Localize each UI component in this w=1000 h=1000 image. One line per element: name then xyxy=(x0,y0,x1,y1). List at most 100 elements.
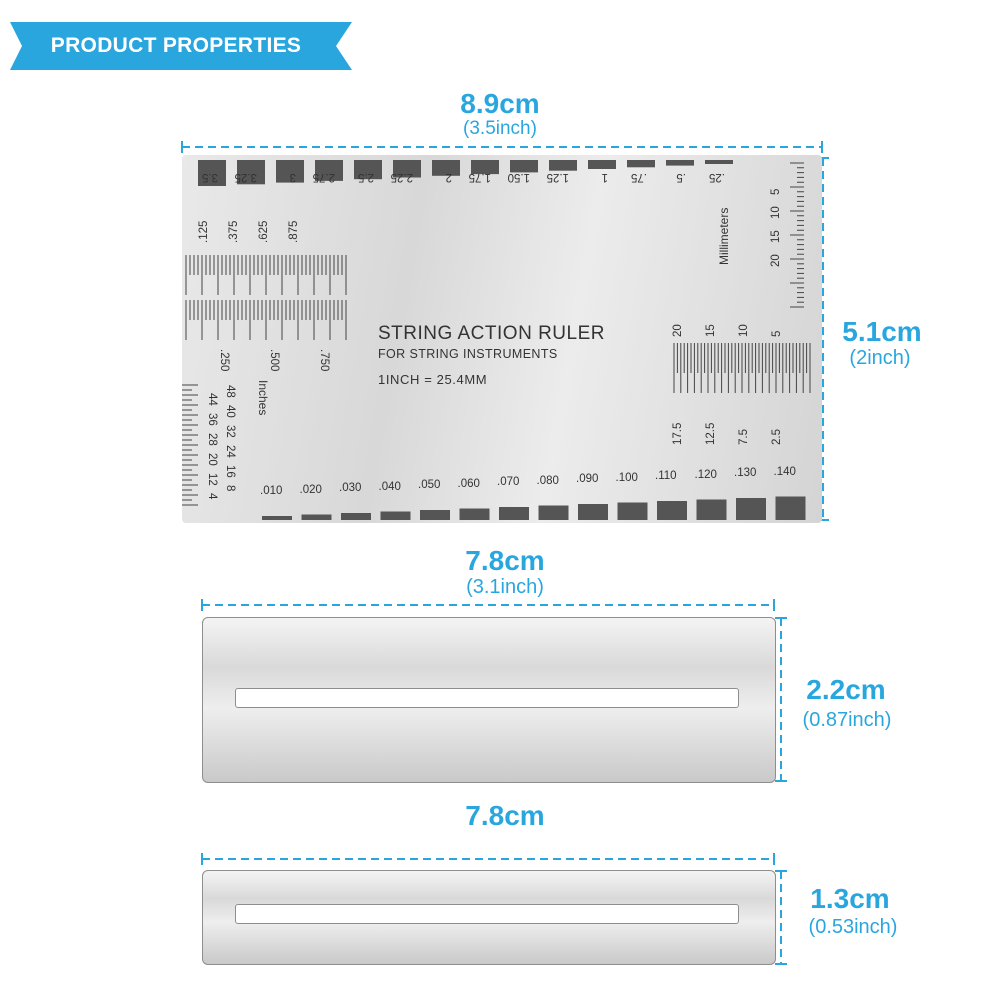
bottom-gauge-label: .070 xyxy=(497,476,520,488)
top-gauge-label: 2.75 xyxy=(312,171,335,183)
bottom-gauge-label: .140 xyxy=(773,465,796,478)
bottom-gauge-label: .080 xyxy=(536,474,559,487)
banner-shape xyxy=(10,22,352,70)
top-gauge-block xyxy=(315,160,343,181)
top-gauge-label: 1.75 xyxy=(468,171,491,183)
ruler-width-cm: 8.9cm xyxy=(460,88,540,119)
inch-fraction-top-label: .875 xyxy=(288,220,300,243)
file-large-width-inch: (3.1inch) xyxy=(466,576,544,598)
mm-scale-label: 10 xyxy=(770,206,782,219)
mm-scale-label: 5 xyxy=(770,188,782,195)
radius-label: 44 xyxy=(206,393,218,406)
file-large-width-cm: 7.8cm xyxy=(465,545,545,576)
product-properties-banner: PRODUCT PROPERTIES xyxy=(0,22,352,70)
bottom-gauge-label: .100 xyxy=(615,471,638,484)
top-gauge-label: 1.25 xyxy=(546,171,569,183)
bottom-gauge-label: .060 xyxy=(457,477,480,490)
mm-scale-label: 20 xyxy=(770,254,782,267)
inch-fraction-bottom-label: .750 xyxy=(318,349,330,372)
mm-gauge-bottom-label: 7.5 xyxy=(738,429,750,445)
top-gauge-block xyxy=(666,160,694,166)
top-gauge-block xyxy=(510,160,538,173)
ruler-width-dimension-line xyxy=(181,141,823,153)
top-gauge-block xyxy=(354,160,382,180)
file-large-height-cm: 2.2cm xyxy=(806,674,886,705)
bottom-gauge-block xyxy=(617,502,648,520)
bottom-gauge-block xyxy=(301,514,332,520)
file-large-height-inch: (0.87inch) xyxy=(802,709,892,731)
ruler-markings xyxy=(182,160,811,520)
inch-fraction-bottom-label: .500 xyxy=(268,349,280,372)
radius-label: 48 xyxy=(224,385,236,398)
top-gauge-label: 3 xyxy=(289,171,296,183)
bottom-gauge-label: .030 xyxy=(339,482,362,494)
top-gauge-block xyxy=(588,160,616,169)
file-large-width-dimension-line xyxy=(201,599,775,611)
radius-label: 24 xyxy=(224,445,236,458)
top-gauge-block xyxy=(198,160,226,186)
file-small-height-cm: 1.3cm xyxy=(810,883,890,914)
inch-fraction-top-label: .375 xyxy=(228,220,240,243)
mm-scale-label: 15 xyxy=(770,230,782,243)
radius-label: 32 xyxy=(224,425,236,438)
string-action-ruler: STRING ACTION RULER FOR STRING INSTRUMEN… xyxy=(182,155,822,523)
bottom-gauge-block xyxy=(578,504,608,520)
bottom-gauge-block xyxy=(775,496,806,520)
mm-gauge-bottom-label: 2.5 xyxy=(771,429,783,445)
bottom-gauge-block xyxy=(459,508,490,520)
bottom-gauge-label: .130 xyxy=(734,467,757,479)
bottom-gauge-label: .040 xyxy=(378,480,401,493)
top-gauge-block xyxy=(705,160,733,164)
file-large-height-dimension-line xyxy=(775,617,787,782)
radius-label: 4 xyxy=(206,493,218,500)
top-gauge-label: .5 xyxy=(676,171,686,183)
ruler-width-inch: (3.5inch) xyxy=(463,118,537,139)
top-gauge-block xyxy=(276,160,304,183)
radius-label: 16 xyxy=(224,465,236,478)
top-gauge-block xyxy=(471,160,499,175)
top-gauge-label: .25 xyxy=(709,171,725,183)
top-gauge-label: 2.5 xyxy=(358,171,374,183)
ruler-title: STRING ACTION RULER xyxy=(378,323,605,344)
top-gauge-label: 1 xyxy=(601,171,608,183)
radius-label: 8 xyxy=(224,485,236,492)
file-small-width-dimension-line xyxy=(201,853,775,865)
mm-gauge-bottom-label: 12.5 xyxy=(705,422,717,445)
top-gauge-block xyxy=(237,160,265,185)
bottom-gauge-block xyxy=(380,511,411,520)
file-small-height-inch: (0.53inch) xyxy=(808,916,898,938)
top-gauge-label: 2 xyxy=(445,171,452,183)
inch-fraction-top-label: .625 xyxy=(258,220,270,243)
bottom-gauge-label: .120 xyxy=(694,468,717,481)
mm-gauge-bottom-label: 17.5 xyxy=(672,422,684,445)
mm-gauge-top-label: 10 xyxy=(738,324,750,337)
top-gauge-label: .75 xyxy=(631,171,647,183)
radius-label: 20 xyxy=(206,453,218,466)
top-gauge-block xyxy=(393,160,421,178)
bottom-gauge-label: .050 xyxy=(418,479,441,491)
bottom-gauge-label: .020 xyxy=(299,483,322,496)
top-gauge-label: 3.5 xyxy=(202,171,218,183)
mm-gauge-top-label: 5 xyxy=(771,330,783,337)
top-gauge-block xyxy=(627,160,655,168)
ruler-subtitle: FOR STRING INSTRUMENTS xyxy=(378,347,558,361)
bottom-gauge-label: .090 xyxy=(576,473,599,485)
inch-fraction-bottom-label: .250 xyxy=(218,349,230,372)
top-gauge-block xyxy=(432,160,460,176)
bottom-gauge-block xyxy=(341,513,371,520)
bottom-gauge-label: .110 xyxy=(655,470,677,482)
bottom-gauge-label: .010 xyxy=(260,485,283,497)
mm-gauge-top-label: 15 xyxy=(705,324,717,337)
top-gauge-label: 2.25 xyxy=(390,171,413,183)
bottom-gauge-block xyxy=(499,507,529,520)
bottom-gauge-block xyxy=(262,516,292,520)
radius-label: 40 xyxy=(224,405,236,418)
ruler-height-inch: (2inch) xyxy=(849,347,911,369)
top-gauge-block xyxy=(549,160,577,171)
bottom-gauge-block xyxy=(538,505,569,520)
fret-protector-large-slot xyxy=(235,688,739,708)
fret-protector-small xyxy=(202,870,776,965)
top-gauge-label: 1.50 xyxy=(507,171,530,183)
inches-label: Inches xyxy=(256,380,270,416)
radius-label: 36 xyxy=(206,413,218,426)
